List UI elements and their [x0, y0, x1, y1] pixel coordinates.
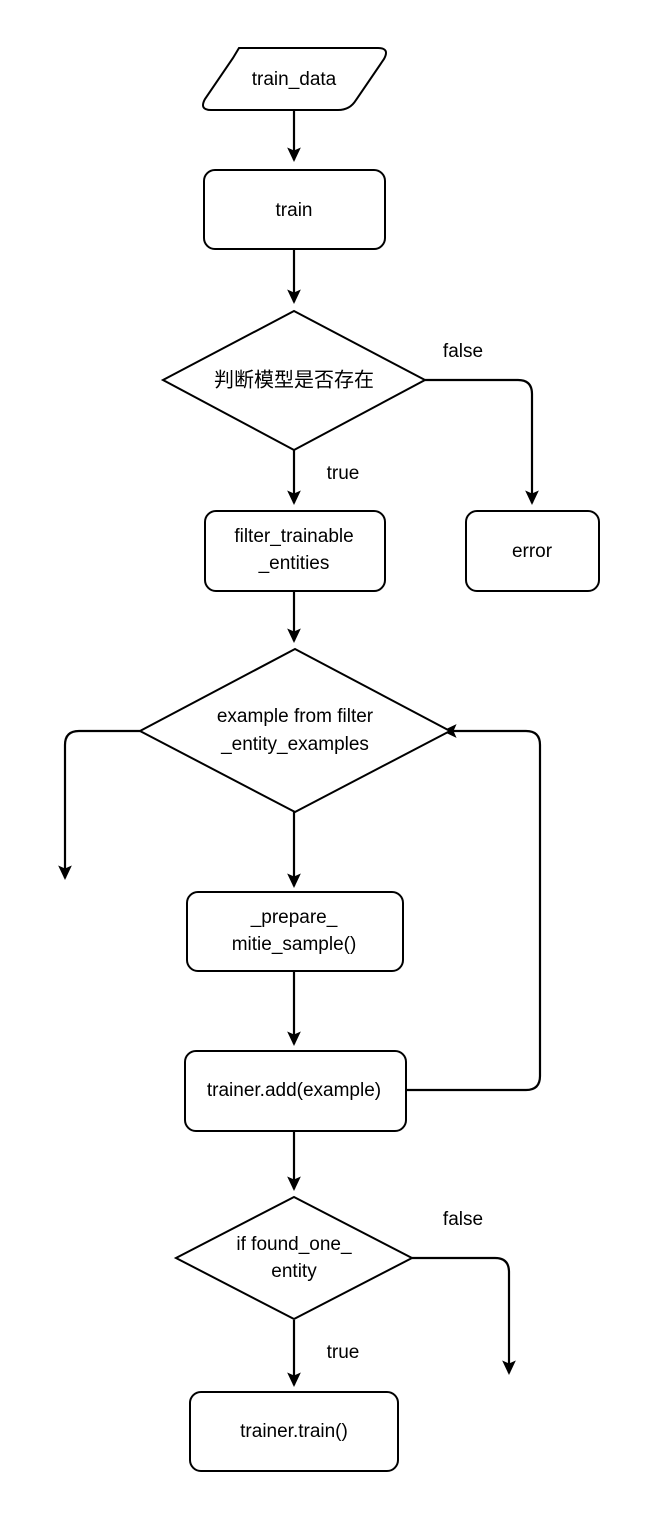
example-from-filter-label-line2: _entity_examples	[220, 734, 369, 755]
trainer-train-label: trainer.train()	[240, 1421, 348, 1442]
trainer-add-shape	[184, 1050, 407, 1132]
node-filter-trainable-entities[interactable]: filter_trainable _entities	[204, 510, 386, 592]
node-train[interactable]: train	[203, 169, 386, 250]
filter-trainable-entities-label-line1: filter_trainable	[234, 526, 353, 547]
example-from-filter-label-line1: example from filter	[217, 706, 374, 727]
edge-label-model-exists-false: false	[443, 341, 483, 362]
train-label: train	[276, 200, 313, 221]
node-example-from-filter-decision[interactable]: example from filter _entity_examples	[137, 647, 453, 814]
example-from-filter-shape	[137, 647, 453, 814]
node-prepare-mitie-sample[interactable]: _prepare_ mitie_sample()	[186, 891, 404, 972]
trainer-train-shape	[189, 1391, 399, 1472]
node-train-data[interactable]: train_data	[202, 47, 387, 111]
error-shape	[465, 510, 600, 592]
filter-trainable-entities-shape	[204, 510, 386, 592]
prepare-mitie-sample-shape	[186, 891, 404, 972]
edge-label-model-exists-true: true	[327, 463, 360, 484]
if-found-one-entity-label-line1: if found_one_	[236, 1234, 352, 1255]
node-model-exists-decision[interactable]: 判断模型是否存在	[160, 309, 428, 452]
prepare-mitie-sample-label-line2: mitie_sample()	[232, 934, 357, 955]
model-exists-shape	[160, 309, 428, 452]
node-trainer-add[interactable]: trainer.add(example)	[184, 1050, 407, 1132]
model-exists-label: 判断模型是否存在	[214, 368, 374, 392]
node-trainer-train[interactable]: trainer.train()	[189, 1391, 399, 1472]
node-if-found-one-entity-decision[interactable]: if found_one_ entity	[173, 1195, 415, 1321]
trainer-add-label: trainer.add(example)	[207, 1080, 381, 1101]
train-data-shape	[202, 47, 387, 111]
if-found-one-entity-label-line2: entity	[271, 1261, 317, 1282]
prepare-mitie-sample-label-line1: _prepare_	[250, 907, 338, 928]
train-data-label: train_data	[252, 69, 337, 90]
edge-label-found-one-entity-true: true	[327, 1342, 360, 1363]
edge-found-one-entity-false-exit	[412, 1256, 516, 1375]
edge-example-diamond-exit-left	[58, 729, 140, 880]
edges-layer	[58, 110, 542, 1387]
node-error[interactable]: error	[465, 510, 600, 592]
train-shape	[203, 169, 386, 250]
edge-trainer-add-loopback-to-example-diamond	[406, 724, 542, 1092]
if-found-one-entity-shape	[173, 1195, 415, 1321]
edge-label-found-one-entity-false: false	[443, 1209, 483, 1230]
filter-trainable-entities-label-line2: _entities	[258, 553, 330, 574]
edge-model-exists-false-to-error	[425, 378, 539, 505]
error-label: error	[512, 541, 553, 562]
